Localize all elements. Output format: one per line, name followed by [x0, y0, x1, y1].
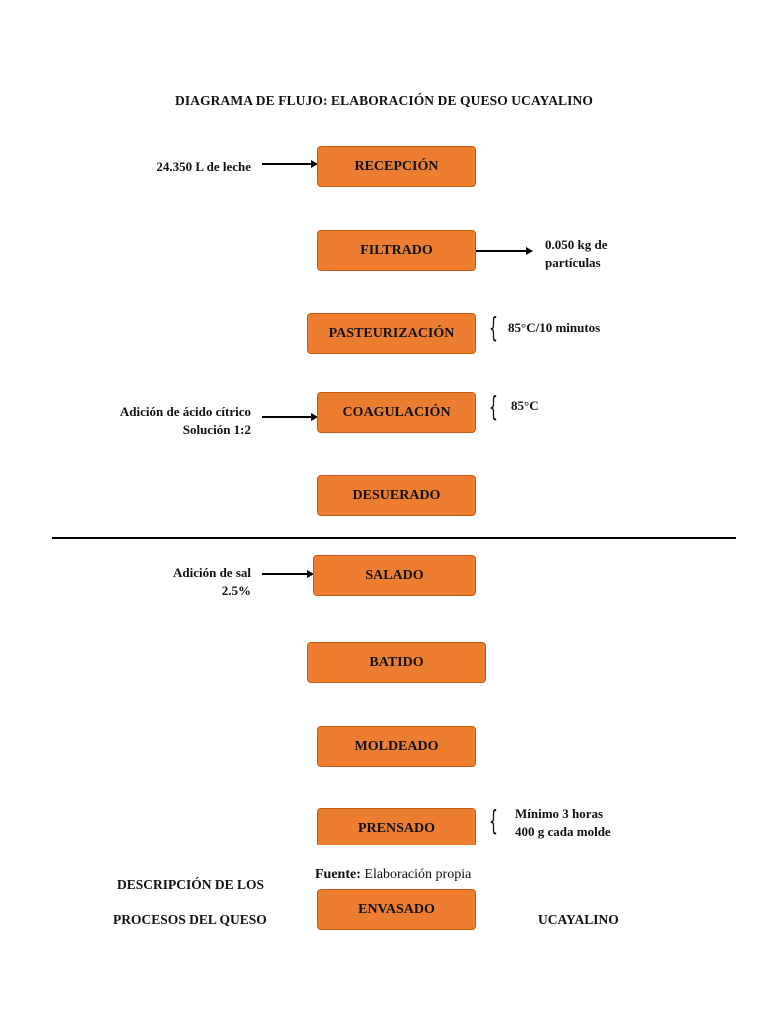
output-particulas-line2: partículas	[545, 255, 601, 270]
section-divider	[52, 537, 736, 539]
condition-prensado-line2: 400 g cada molde	[515, 824, 611, 839]
step-batido: BATIDO	[307, 642, 486, 683]
caption-left-line2: PROCESOS DEL QUESO	[113, 912, 267, 927]
arrow-leche-to-recepcion	[262, 160, 318, 167]
brace-pasteurizacion: {	[489, 311, 498, 344]
step-filtrado: FILTRADO	[317, 230, 476, 271]
step-pasteurizacion: PASTEURIZACIÓN	[307, 313, 476, 354]
step-coagulacion: COAGULACIÓN	[317, 392, 476, 433]
condition-coagulacion: 85°C	[511, 398, 539, 413]
page-break-cover	[300, 845, 500, 867]
input-sal-line1: Adición de sal	[172, 565, 251, 580]
arrow-sal-to-salado	[262, 570, 314, 577]
step-moldeado: MOLDEADO	[317, 726, 476, 767]
caption-right: UCAYALINO	[538, 912, 619, 927]
input-leche-label: 24.350 L de leche	[156, 159, 251, 174]
brace-coagulacion: {	[489, 390, 498, 423]
output-particulas-line1: 0.050 kg de	[545, 237, 608, 252]
source-text: Elaboración propia	[360, 867, 472, 882]
input-acido-line2: Solución 1:2	[182, 422, 251, 437]
step-prensado: PRENSADO	[317, 808, 476, 849]
source-prefix: Fuente:	[315, 867, 361, 882]
condition-prensado-line1: Mínimo 3 horas	[515, 806, 604, 821]
step-recepcion: RECEPCIÓN	[317, 146, 476, 187]
source-note: Fuente: Elaboración propia	[315, 867, 471, 883]
diagram-title: DIAGRAMA DE FLUJO: ELABORACIÓN DE QUESO …	[175, 93, 593, 108]
arrow-filtrado-to-particulas	[476, 247, 533, 254]
caption-left-line1: DESCRIPCIÓN DE LOS	[117, 877, 265, 892]
input-sal-line2: 2.5%	[221, 583, 251, 598]
step-salado: SALADO	[313, 555, 476, 596]
step-desuerado: DESUERADO	[317, 475, 476, 516]
condition-pasteurizacion: 85°C/10 minutos	[508, 320, 601, 335]
step-envasado: ENVASADO	[317, 889, 476, 930]
brace-prensado: {	[489, 804, 498, 837]
arrow-acido-to-coagulacion	[262, 413, 318, 420]
input-acido-line1: Adición de ácido cítrico	[119, 404, 251, 419]
